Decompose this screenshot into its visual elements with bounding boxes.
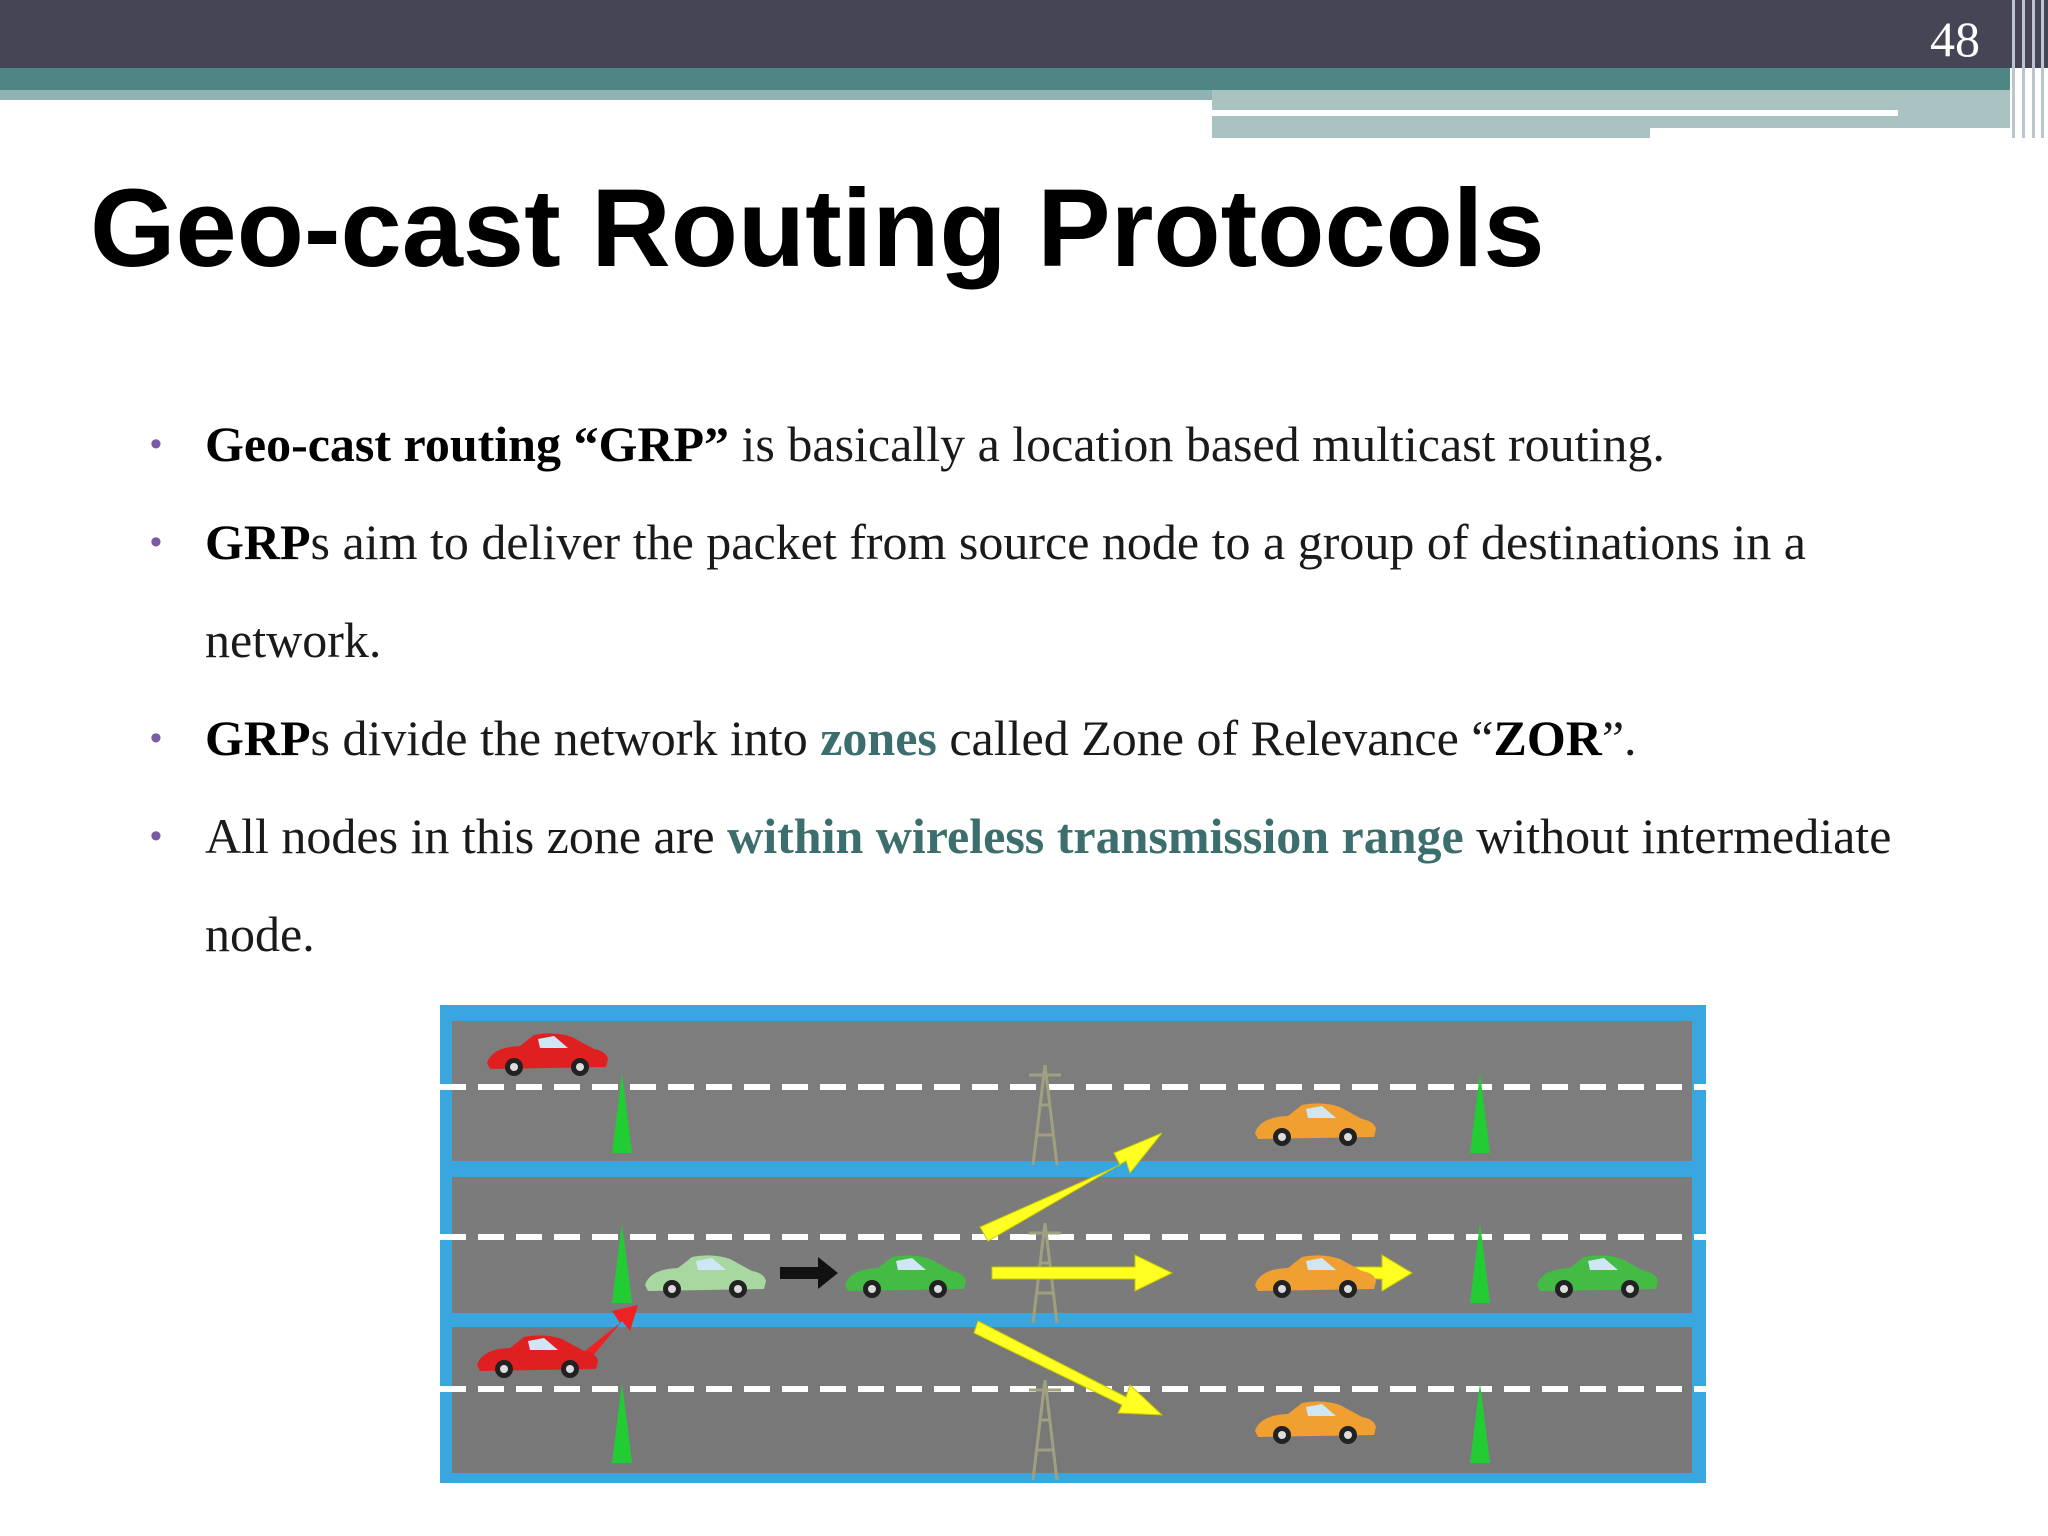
bullet-marker: •	[150, 719, 162, 757]
bullet-marker: •	[150, 817, 162, 855]
bullet-text: ”.	[1601, 710, 1637, 766]
bullet-bold: ZOR	[1493, 710, 1602, 766]
bullet-item: • GRPs divide the network into zones call…	[150, 689, 1930, 787]
bullet-text: s aim to deliver the packet from source …	[205, 514, 1806, 668]
bullet-text: is basically a location based multicast …	[729, 416, 1665, 472]
broadcast-arrow-up	[979, 1132, 1163, 1242]
bullet-bold: GRP	[205, 710, 311, 766]
bullet-bold: Geo-cast routing “GRP”	[205, 416, 730, 472]
road-lane-1	[452, 1021, 1692, 1161]
bullet-marker: •	[150, 523, 162, 561]
bullet-text: s divide the network into	[310, 710, 821, 766]
bullet-text: without intermediate node.	[205, 808, 1892, 962]
bullet-item: • GRPs aim to deliver the packet from sou…	[150, 493, 1930, 689]
slide-title: Geo-cast Routing Protocols	[90, 167, 1545, 290]
broadcast-arrow-down	[973, 1320, 1164, 1416]
bullet-marker: •	[150, 425, 162, 463]
bullet-list: • Geo-cast routing “GRP” is basically a l…	[150, 395, 1930, 983]
header-light-band	[0, 90, 1212, 100]
header-white-stripe	[1212, 110, 1898, 116]
header-bar	[0, 0, 2048, 68]
bullet-highlight: within wireless transmission range	[727, 808, 1464, 864]
bullet-text: All nodes in this zone are	[205, 808, 728, 864]
relay-arrow	[780, 1257, 838, 1289]
header-white-stripe-2	[1650, 128, 2010, 138]
road-lane-2	[452, 1177, 1692, 1313]
bullet-item: • Geo-cast routing “GRP” is basically a l…	[150, 395, 1930, 493]
road-lane-3	[452, 1327, 1692, 1473]
bullet-text: called Zone of Relevance “	[936, 710, 1494, 766]
geocast-road-illustration	[440, 1005, 1706, 1483]
header-teal-band	[0, 68, 2010, 90]
bullet-bold: GRP	[205, 514, 311, 570]
broadcast-arrow-mid	[991, 1254, 1174, 1292]
bullet-item: • All nodes in this zone are within wirel…	[150, 787, 1930, 983]
header-vertical-stripes	[2008, 0, 2048, 138]
bullet-highlight: zones	[820, 710, 937, 766]
slide-number: 48	[1930, 11, 1980, 67]
